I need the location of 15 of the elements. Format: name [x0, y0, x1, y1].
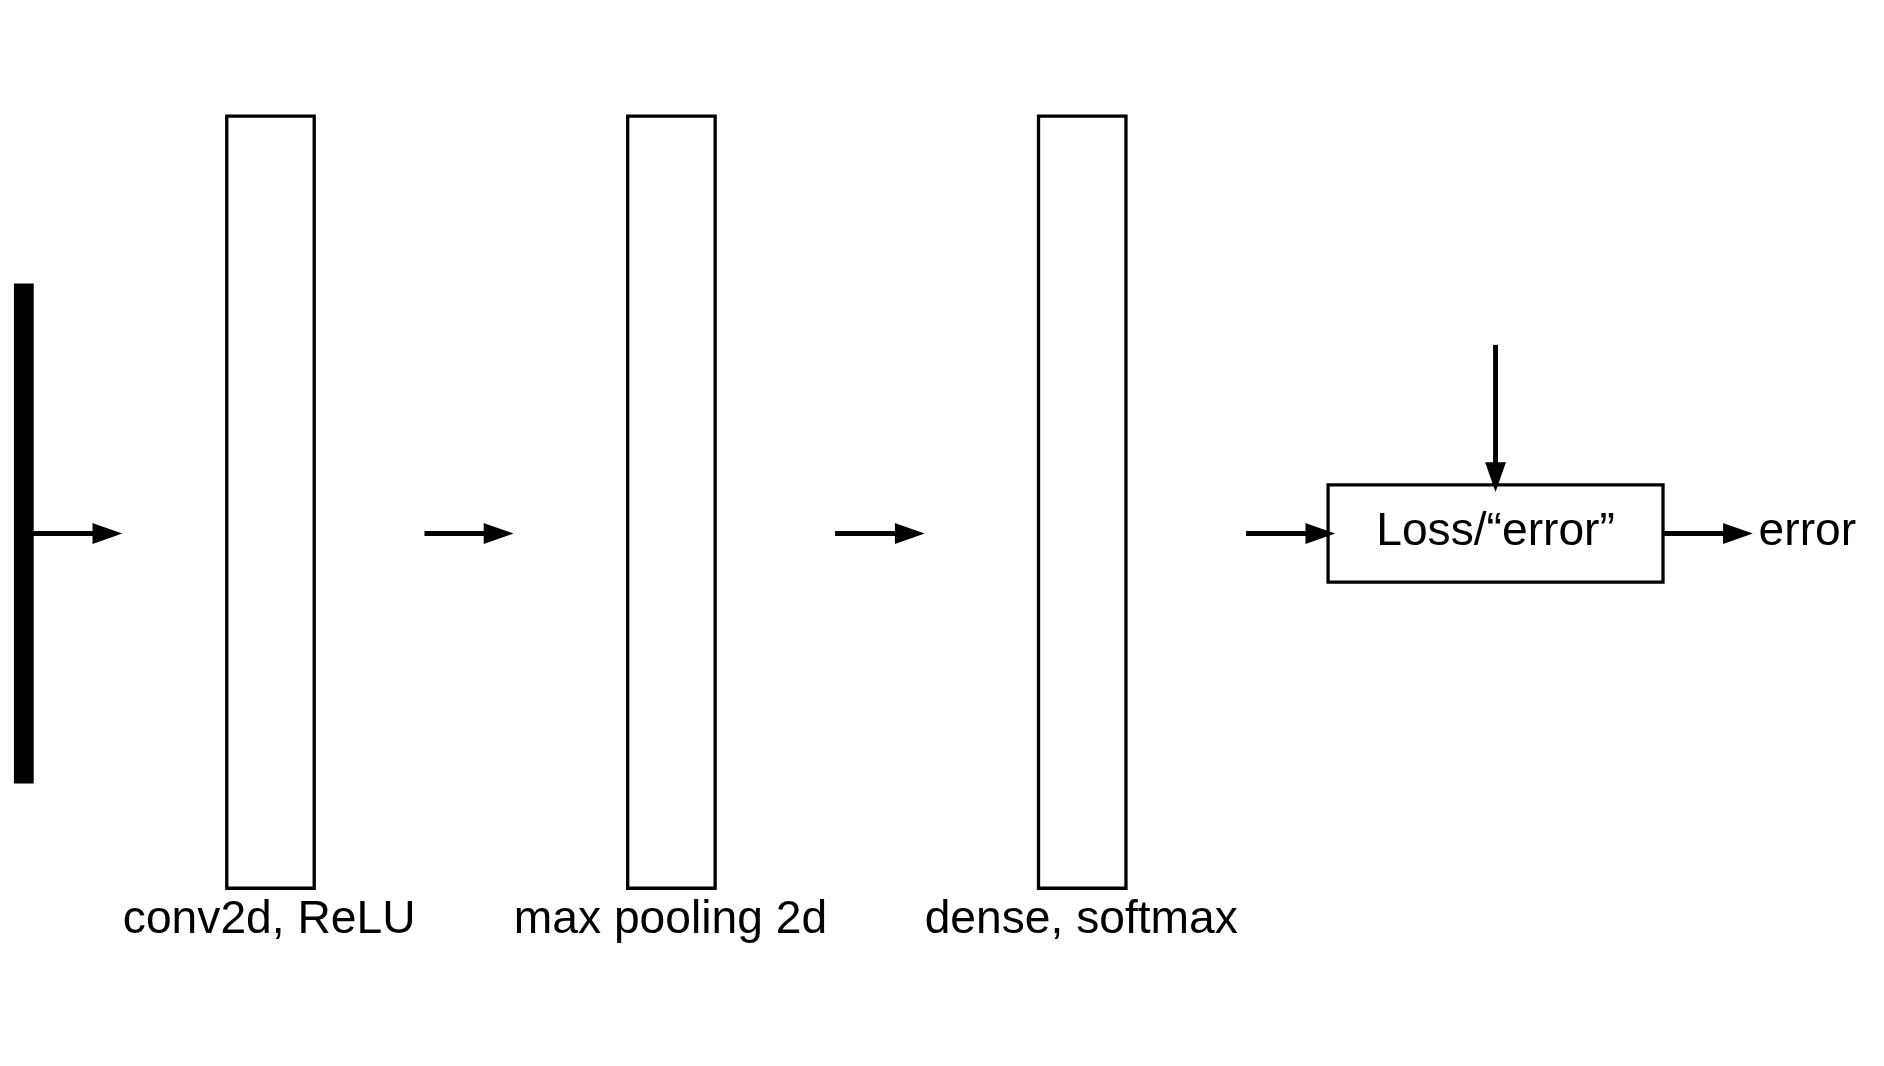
node-label: max pooling 2d: [513, 890, 828, 943]
node-bar: [13, 283, 34, 783]
arrow: [1663, 522, 1753, 544]
node-box: [225, 113, 316, 890]
arrow: [33, 522, 123, 544]
node-label: dense, softmax: [924, 890, 1238, 943]
node-box: [1036, 113, 1128, 890]
arrow: [835, 522, 925, 544]
node-text: error: [1758, 502, 1857, 555]
arrow: [1246, 522, 1336, 544]
arrow: [1485, 344, 1506, 492]
node-box: Loss/“error”: [1326, 482, 1665, 584]
node-label: conv2d, ReLU: [122, 890, 416, 943]
arrow: [424, 522, 514, 544]
node-box: [626, 113, 717, 890]
